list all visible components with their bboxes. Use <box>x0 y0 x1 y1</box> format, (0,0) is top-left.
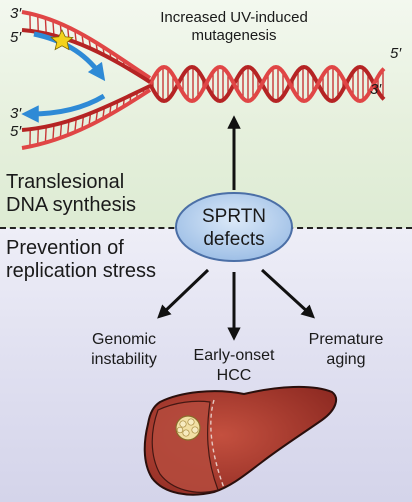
right-3prime-label: 3′ <box>370 81 382 98</box>
dna-replication-fork <box>21 10 386 150</box>
replication-stress-label: replication stress <box>6 260 157 282</box>
liver-resection-line <box>210 399 225 489</box>
hcc-label: HCC <box>217 367 252 384</box>
fork-bottom-inner-strand <box>21 84 151 132</box>
polymerase-arrow-top <box>33 31 106 82</box>
fork-base-pair-rung <box>44 17 47 34</box>
fork-base-pair-rung <box>44 126 47 143</box>
fork-base-pair-rung <box>37 15 40 33</box>
defects-label: defects <box>203 229 264 250</box>
arrow-to-genomic-instability <box>157 268 210 319</box>
fork-base-pair-rung <box>74 118 77 133</box>
dna-synthesis-label: DNA synthesis <box>6 194 137 216</box>
translesional-label: Translesional <box>6 171 125 193</box>
aging-label: aging <box>326 351 365 368</box>
instability-label: instability <box>91 351 157 368</box>
sprtn-label: SPRTN <box>202 206 266 227</box>
fork-bottom-outer-strand <box>21 88 152 150</box>
left-top-3prime-label: 3′ <box>10 5 22 22</box>
mutagenesis-title-line1: Increased UV-induced <box>160 9 308 26</box>
left-bottom-3prime-label: 3′ <box>10 105 22 122</box>
right-5prime-label: 5′ <box>390 45 402 62</box>
tumor-icon <box>175 415 201 441</box>
early-onset-label: Early-onset <box>194 347 275 364</box>
fork-top-outer-strand <box>21 10 152 80</box>
fork-base-pair-rung <box>52 124 55 141</box>
liver-left-lobe <box>151 400 219 493</box>
sprtn-defects-ellipse <box>175 192 293 262</box>
fork-base-pair-rung <box>59 122 63 138</box>
left-top-5prime-label: 5′ <box>10 29 22 46</box>
left-bottom-5prime-label: 5′ <box>10 123 22 140</box>
lesion-star-icon <box>50 29 74 51</box>
premature-label: Premature <box>309 331 384 348</box>
arrow-to-premature-aging <box>260 268 315 319</box>
liver-icon <box>143 385 338 496</box>
dna-strand-front <box>148 64 386 104</box>
fork-base-pair-rung <box>66 120 70 136</box>
fork-base-pair-rung <box>37 128 40 145</box>
fork-top-inner-strand <box>21 28 152 84</box>
fork-base-pair-rung <box>52 20 55 36</box>
genomic-label: Genomic <box>92 331 156 348</box>
prevention-label: Prevention of <box>6 237 124 259</box>
polymerase-arrow-bottom <box>21 93 106 123</box>
mutagenesis-title-line2: mutagenesis <box>191 27 276 44</box>
